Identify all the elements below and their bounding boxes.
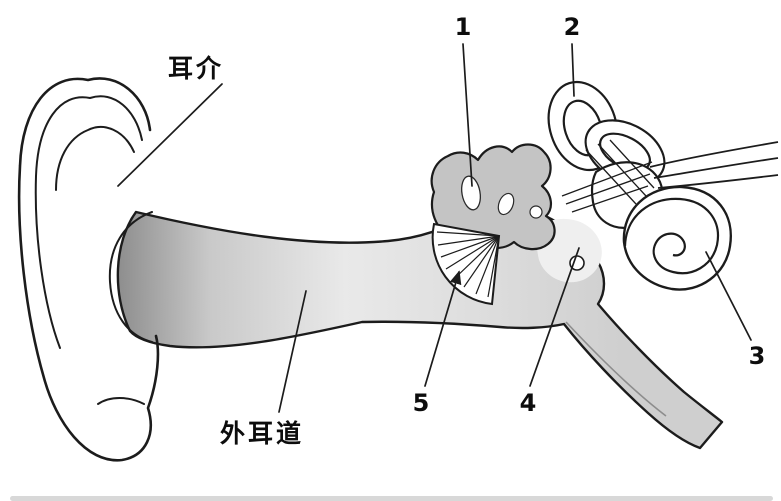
canal-crossing-lines <box>561 139 655 213</box>
page-bottom-edge <box>10 496 773 501</box>
pinna-outer-contour <box>17 77 160 462</box>
leader-line-3 <box>705 251 752 341</box>
incus-highlight <box>497 192 515 216</box>
pinna-outline <box>17 77 160 462</box>
eardrum-wedge <box>431 222 501 306</box>
helix-inner-rim <box>34 95 143 349</box>
leader-lines <box>117 43 752 413</box>
ossicles-mass <box>430 143 556 251</box>
malleus-highlight <box>461 175 481 211</box>
leader-line-1 <box>462 43 473 187</box>
leader-line-5 <box>424 270 462 387</box>
eardrum <box>431 222 501 306</box>
label-auricle: 耳介 <box>167 54 225 83</box>
cochlea-spiral-line <box>623 197 720 275</box>
leader-line-ear-canal <box>278 290 307 413</box>
stapes-highlight <box>529 205 543 219</box>
label-ear-canal: 外耳道 <box>219 419 305 448</box>
earlobe-inner-line <box>97 397 145 405</box>
label-5: 5 <box>412 389 430 417</box>
ossicles <box>430 143 556 251</box>
auditory-nerve-lines <box>649 141 779 189</box>
concha-cup-line <box>108 211 153 343</box>
leader-line-4 <box>529 247 580 387</box>
leader-line-2 <box>571 43 575 97</box>
cochlea <box>622 185 732 291</box>
label-3: 3 <box>748 342 766 370</box>
label-4: 4 <box>519 389 537 417</box>
cochlea-outer-contour <box>622 185 732 291</box>
helix-fold-line <box>55 125 135 191</box>
eustachian-tube-fold-line <box>565 321 667 417</box>
leader-line-auricle <box>117 83 223 187</box>
eardrum-radial-lines <box>436 231 500 298</box>
label-1: 1 <box>454 13 472 41</box>
label-2: 2 <box>563 13 581 41</box>
